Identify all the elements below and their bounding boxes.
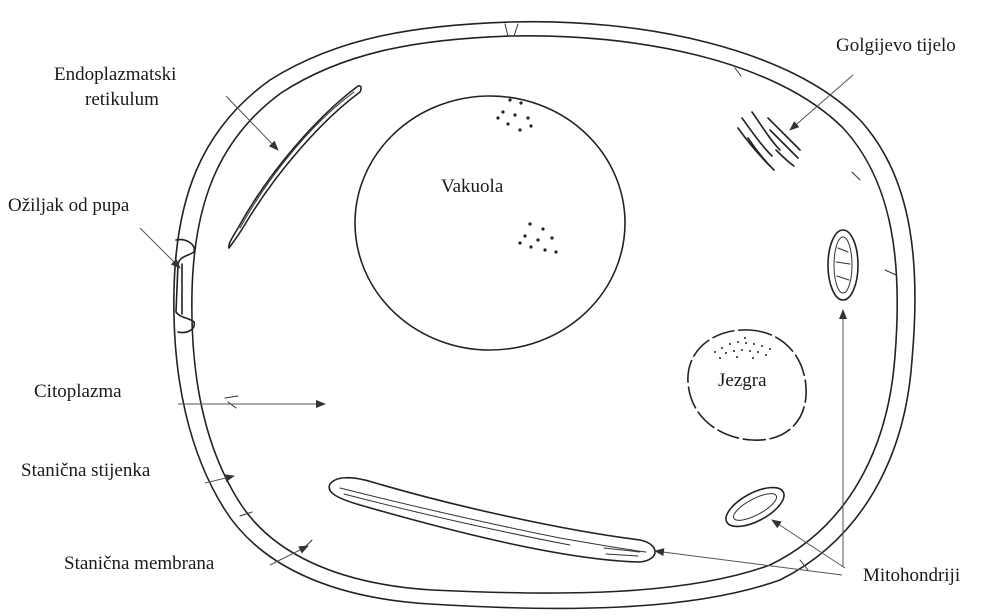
label-nucleus: Jezgra [718,370,767,392]
pointer-arrows [140,75,853,575]
bud-scar-arrow [140,228,180,268]
vacuole [355,96,625,350]
label-cytoplasm: Citoplazma [34,381,122,403]
endoplasmic-reticulum [229,86,361,248]
label-cell-wall: Stanična stijenka [21,460,150,482]
label-endoplasmic-reticulum-2: retikulum [85,89,159,111]
mitochondria-arrow-small [772,520,845,568]
label-golgi: Golgijevo tijelo [836,35,956,57]
cell-wall-arrow [205,476,234,483]
nucleolus-stipple [714,337,771,359]
vacuole-granules-bottom [518,222,557,253]
label-cell-membrane: Stanična membrana [64,553,214,575]
label-vacuole: Vakuola [441,176,503,198]
vacuole-granules-top [496,98,532,131]
golgi-body [738,112,800,170]
golgi-arrow [790,75,853,130]
label-mitochondria: Mitohondriji [863,565,960,587]
mitochondrion-long [329,478,655,562]
label-bud-scar: Ožiljak od pupa [8,195,129,217]
label-endoplasmic-reticulum-1: Endoplazmatski [54,64,176,86]
cell-membrane-arrow [270,546,308,565]
mitochondrion-small [720,480,790,535]
mitochondrion-right [828,230,858,300]
cell-wall [174,22,915,609]
